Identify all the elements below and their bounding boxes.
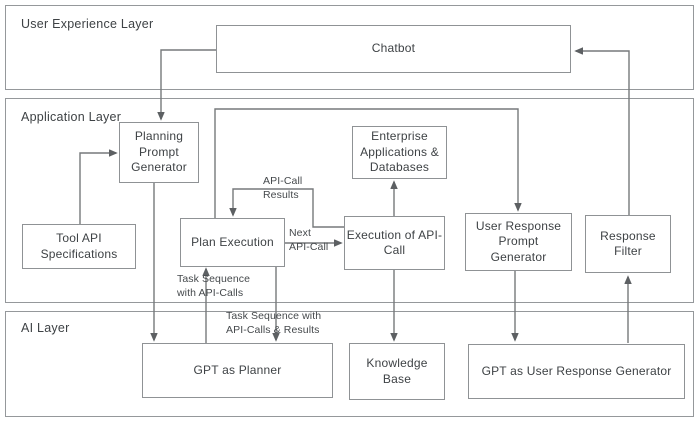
layer-label-ai: AI Layer	[21, 321, 70, 335]
layer-label-user-experience: User Experience Layer	[21, 17, 154, 31]
edge-label-api-call-results: API-Call Results	[263, 175, 303, 201]
node-user-response-prompt-generator-label: User Response Prompt Generator	[475, 218, 562, 264]
node-enterprise-apps-databases: Enterprise Applications & Databases	[352, 126, 447, 179]
edge-plan-execution-to-user-response-prompt-generator	[214, 108, 518, 218]
node-gpt-as-planner-label: GPT as Planner	[193, 362, 282, 377]
node-planning-prompt-generator-label: Planning Prompt Generator	[131, 129, 187, 175]
edge-response-filter-to-chatbot	[576, 51, 630, 215]
edge-label-task-sequence-with-api-calls: Task Sequence with API-Calls	[177, 273, 251, 299]
node-gpt-as-user-response-generator-label: GPT as User Response Generator	[481, 363, 672, 378]
node-tool-api-specifications-label: Tool API Specifications	[40, 231, 118, 261]
edge-chatbot-to-planning-prompt-generator	[161, 49, 216, 119]
edge-tool-api-specifications-to-planning-prompt-generator	[79, 153, 116, 224]
node-chatbot: Chatbot	[216, 25, 571, 73]
node-execution-of-api-call: Execution of API-Call	[344, 216, 445, 270]
node-plan-execution-label: Plan Execution	[191, 234, 274, 249]
node-gpt-as-planner: GPT as Planner	[142, 343, 333, 398]
layer-label-application: Application Layer	[21, 110, 122, 124]
edge-label-task-sequence-with-api-calls-results: Task Sequence with API-Calls & Results	[226, 310, 322, 336]
node-planning-prompt-generator: Planning Prompt Generator	[119, 122, 199, 183]
node-knowledge-base: Knowledge Base	[349, 343, 445, 400]
node-execution-of-api-call-label: Execution of API-Call	[346, 227, 443, 257]
node-user-response-prompt-generator: User Response Prompt Generator	[465, 213, 572, 271]
node-response-filter: Response Filter	[585, 215, 671, 273]
node-tool-api-specifications: Tool API Specifications	[22, 224, 136, 269]
node-knowledge-base-label: Knowledge Base	[366, 356, 428, 386]
node-gpt-as-user-response-generator: GPT as User Response Generator	[468, 344, 685, 399]
edge-execution-of-api-call-to-plan-execution	[233, 188, 344, 228]
node-enterprise-apps-databases-label: Enterprise Applications & Databases	[360, 129, 439, 175]
edge-label-next-api-call: Next API-Call	[289, 227, 329, 253]
node-plan-execution: Plan Execution	[180, 218, 285, 267]
node-response-filter-label: Response Filter	[600, 228, 656, 258]
node-chatbot-label: Chatbot	[371, 41, 416, 56]
